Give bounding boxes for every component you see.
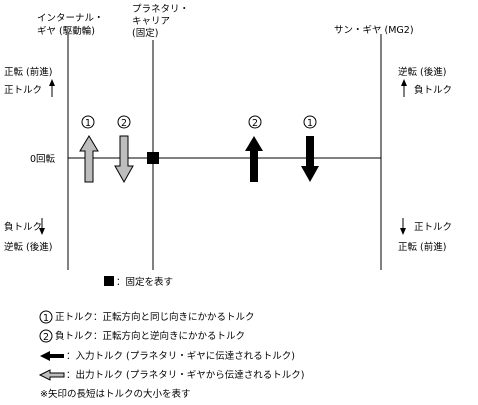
right-negative-torque-label: 負トルク [414,84,452,96]
internal-gear-label-line1: インターナル・ [37,13,104,24]
right-forward-rotation-label: 正転 (前進) [398,241,446,253]
legend-positive-torque-marker: 1 [39,310,53,324]
legend-fixed-label: ：固定を表す [116,276,173,288]
legend-output-arrow-icon [38,369,65,381]
left-reverse-rotation-label: 逆転 (後進) [4,241,52,253]
internal-gear-positive-torque-number: 1 [85,118,91,129]
legend-fixed-square [104,276,114,286]
left-forward-rotation-label: 正転 (前進) [4,66,52,78]
legend-input-torque-label: ：入力トルク (プラネタリ・ギヤに伝達されるトルク) [66,350,295,362]
sun-gear-negative-torque-number: 2 [252,118,258,129]
right-reverse-rotation-label: 逆転 (後進) [398,66,446,78]
zero-rotation-label: 0回転 [30,154,56,165]
right-positive-torque-down-arrow-icon [400,218,406,235]
legend-output-torque-label: ：出力トルク (プラネタリ・ギヤから伝達されるトルク) [66,369,304,381]
left-positive-torque-label: 正トルク [4,85,42,96]
right-negative-torque-up-arrow-icon [401,79,407,97]
planetary-carrier-label-line2: キャリア [132,16,170,27]
internal-gear-label-line2: ギヤ (駆動輪) [37,25,95,37]
legend-note: ※矢印の長短はトルクの大小を表す [40,388,190,400]
internal-gear-output-down-arrow [114,135,134,184]
planetary-carrier-label-line1: プラネタリ・ [132,4,189,15]
legend-negative-torque-marker: 2 [39,329,53,343]
internal-gear-negative-torque-number: 2 [121,118,127,129]
left-negative-torque-down-arrow-icon [39,218,45,235]
planetary-carrier-fixed-marker [147,152,159,164]
legend-positive-torque-number: 1 [43,313,49,324]
right-positive-torque-label: 正トルク [414,222,452,233]
sun-gear-label: サン・ギヤ (MG2) [334,25,414,36]
sun-gear-positive-torque-marker: 1 [303,115,317,129]
internal-gear-output-up-arrow [79,135,99,183]
internal-gear-positive-torque-marker: 1 [81,115,95,129]
legend-negative-torque-label: 負トルク：正転方向と逆向きにかかるトルク [55,330,245,342]
legend-negative-torque-number: 2 [43,332,49,343]
legend-input-arrow-icon [40,351,64,361]
left-positive-torque-up-arrow-icon [49,79,55,97]
internal-gear-negative-torque-marker: 2 [117,115,131,129]
legend-positive-torque-label: 正トルク：正転方向と同じ向きにかかるトルク [55,311,255,323]
sun-gear-input-up-arrow [245,136,263,182]
sun-gear-positive-torque-number: 1 [307,118,313,129]
planetary-carrier-label-line3: (固定) [132,27,158,39]
left-negative-torque-label: 負トルク [4,221,42,233]
sun-gear-negative-torque-marker: 2 [248,115,262,129]
sun-gear-input-down-arrow [301,136,319,182]
